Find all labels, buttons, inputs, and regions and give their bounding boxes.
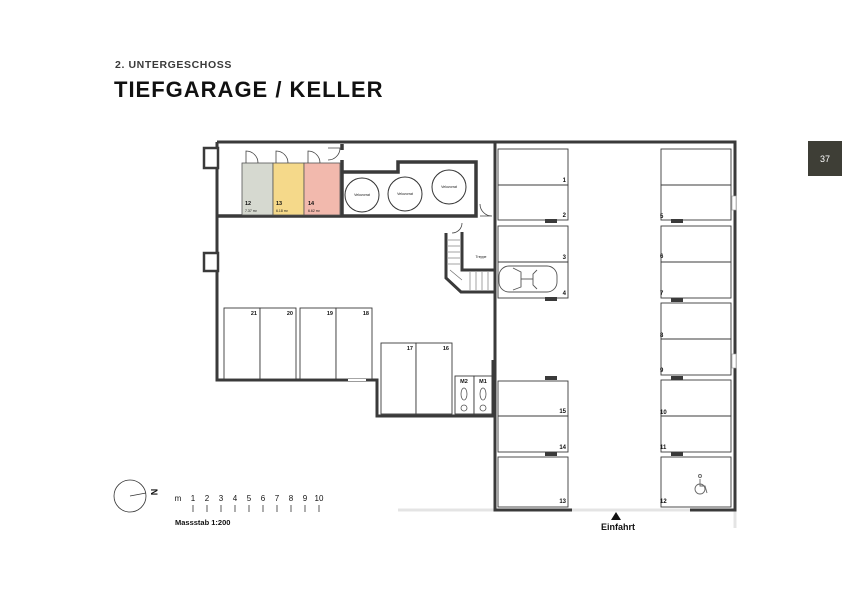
parking-13-label: 13 [559, 499, 566, 505]
scale-label: Massstab 1:200 [175, 518, 230, 527]
entrance-label: Einfahrt [601, 522, 635, 532]
scale-tick: 4 [233, 494, 238, 503]
scale-tick: 6 [261, 494, 266, 503]
parking-15-label: 15 [559, 409, 566, 415]
moto-m1-label: M1 [479, 379, 487, 385]
tank-label: Velovorrat [441, 185, 457, 189]
scale-tick: 3 [219, 494, 224, 503]
storage-16-label: 16 [443, 346, 449, 352]
outer-walls [215, 140, 737, 512]
storage-21-label: 21 [251, 311, 257, 317]
parking-5-label: 5 [660, 214, 664, 220]
north-compass-icon [113, 479, 147, 513]
stair-label: Treppe [476, 255, 487, 259]
scale-unit: m [175, 494, 182, 503]
scale-tick: 10 [315, 494, 324, 503]
tank-label: Velovorrat [397, 192, 413, 196]
parking-14-label: 14 [559, 445, 566, 451]
entrance-arrow-icon [611, 512, 621, 520]
wheelchair-icon [694, 474, 708, 495]
scale-tick: 9 [303, 494, 308, 503]
parking-9-label: 9 [660, 368, 664, 374]
page-number: 37 [808, 141, 842, 176]
north-label: N [149, 489, 159, 496]
tank-label: Velovorrat [354, 193, 370, 197]
scale-tick: 1 [191, 494, 196, 503]
parking-1-label: 1 [563, 178, 567, 184]
scale-bar [192, 505, 320, 512]
scale-tick: 2 [205, 494, 210, 503]
cellar-12-num: 12 [245, 201, 251, 207]
scale-tick: 5 [247, 494, 252, 503]
parking-3-label: 3 [563, 255, 567, 261]
storage-18-label: 18 [363, 311, 369, 317]
storage-17-label: 17 [407, 346, 413, 352]
parking-7-label: 7 [660, 291, 664, 297]
parking-11-label: 11 [660, 445, 667, 451]
parking-4-label: 4 [563, 291, 567, 297]
storage-19-label: 19 [327, 311, 333, 317]
scale-tick: 7 [275, 494, 280, 503]
parking-12-label: 12 [660, 499, 667, 505]
floor-subtitle: 2. UNTERGESCHOSS [115, 59, 232, 71]
car-icon [498, 265, 558, 293]
cellar-13-num: 13 [276, 201, 282, 207]
cellar-12-area: 7.37 m² [245, 209, 258, 213]
parking-8-label: 8 [660, 333, 664, 339]
parking-6-label: 6 [660, 254, 664, 260]
parking-2-label: 2 [563, 213, 567, 219]
cellar-14-num: 14 [308, 201, 315, 207]
cellar-13-area: 6.18 m² [276, 209, 289, 213]
parking-10-label: 10 [660, 410, 667, 416]
moto-m2-label: M2 [460, 379, 468, 385]
scale-tick: 8 [289, 494, 294, 503]
storage-20-label: 20 [287, 311, 293, 317]
page-title: TIEFGARAGE / KELLER [114, 77, 384, 102]
cellar-14-area: 6.62 m² [308, 209, 321, 213]
